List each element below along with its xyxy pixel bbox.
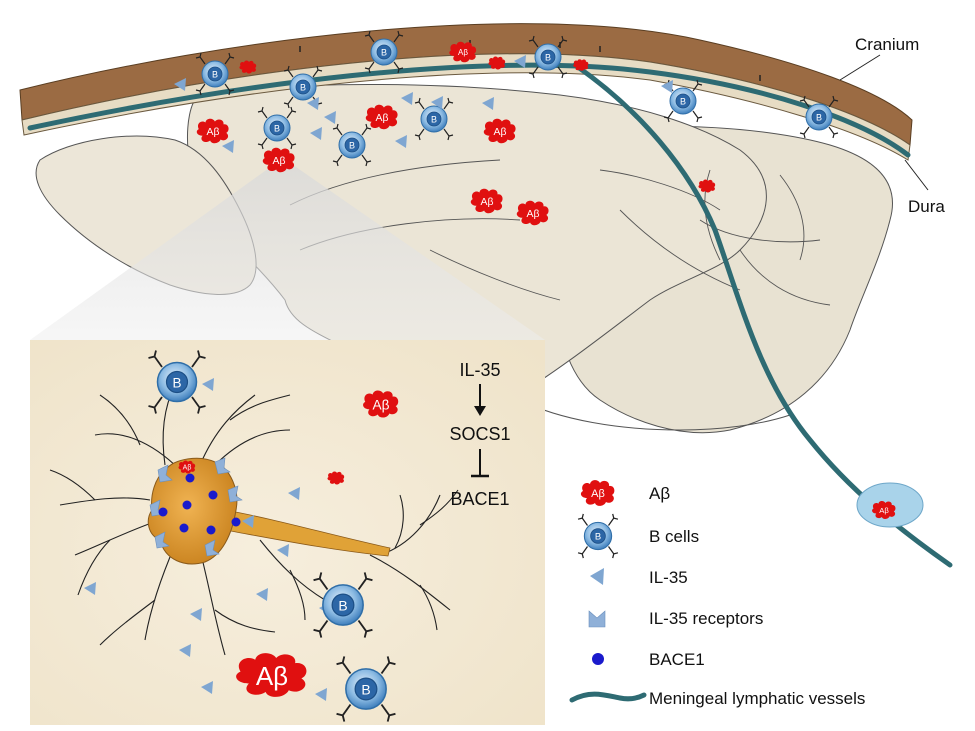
- cranium-label: Cranium: [855, 35, 919, 54]
- svg-text:Aβ: Aβ: [376, 113, 389, 124]
- legend-item-il35-receptors: IL-35 receptors: [588, 609, 763, 628]
- upper-elements: Aβ Aβ Aβ Aβ Aβ Aβ: [174, 30, 839, 226]
- dura-label: Dura: [908, 197, 945, 216]
- legend-label: BACE1: [649, 650, 705, 669]
- amyloid-plaque: Aβ: [262, 147, 295, 173]
- bace1-dot-icon: [592, 653, 604, 665]
- pathway-socs1: SOCS1: [449, 424, 510, 444]
- legend-label: Meningeal lymphatic vessels: [649, 689, 865, 708]
- pathway: IL-35 SOCS1 BACE1: [449, 360, 510, 509]
- amyloid-large-label: Aβ: [256, 661, 288, 691]
- amyloid-label: Aβ: [879, 506, 889, 515]
- legend-item-b-cells: B cells: [577, 513, 699, 559]
- amyloid-plaque: Aβ: [449, 41, 477, 63]
- b-cell-icon: [577, 513, 619, 559]
- svg-text:Aβ: Aβ: [207, 127, 220, 138]
- amyloid-plaque: Aβ: [483, 118, 516, 144]
- lymphatic-vessel-icon: [569, 691, 647, 703]
- neuron-dendrites: [49, 384, 459, 656]
- neuron-axon: [224, 509, 391, 557]
- legend-item-lymphatic: Meningeal lymphatic vessels: [569, 689, 865, 708]
- svg-text:Aβ: Aβ: [373, 397, 390, 412]
- lymph-node: Aβ: [856, 482, 924, 528]
- il35-receptor-icon: [588, 610, 606, 628]
- neuron: Aβ: [147, 457, 391, 565]
- dura-layer: [21, 53, 911, 161]
- il35-triangle-icon: [590, 568, 604, 585]
- svg-text:Aβ: Aβ: [591, 488, 605, 500]
- il35-receptors: [149, 457, 243, 557]
- legend-label: B cells: [649, 527, 699, 546]
- legend-item-bace1: BACE1: [592, 650, 705, 669]
- amyloid-plaque: Aβ: [363, 390, 399, 418]
- svg-text:Aβ: Aβ: [273, 156, 286, 167]
- svg-text:Aβ: Aβ: [183, 465, 192, 472]
- legend: Aβ Aβ B cells IL-35 IL-35 receptors BACE…: [569, 480, 865, 708]
- legend-item-amyloid: Aβ Aβ: [580, 480, 670, 506]
- pathway-bace1: BACE1: [450, 489, 509, 509]
- pathway-il35: IL-35: [459, 360, 500, 380]
- amyloid-plaque: Aβ: [178, 460, 196, 474]
- bace1-dots: [158, 473, 241, 535]
- legend-label: IL-35: [649, 568, 688, 587]
- legend-label: IL-35 receptors: [649, 609, 763, 628]
- amyloid-plaque: Aβ: [196, 118, 229, 144]
- amyloid-plaque-icon: Aβ: [580, 480, 615, 506]
- cranium-label-group: Cranium: [839, 35, 919, 81]
- svg-text:Aβ: Aβ: [458, 48, 468, 57]
- amyloid-plaque: Aβ: [516, 200, 549, 226]
- svg-text:Aβ: Aβ: [494, 127, 507, 138]
- amyloid-plaque: Aβ: [470, 188, 503, 214]
- zoom-cone: [30, 158, 545, 340]
- dura-label-group: Dura: [904, 159, 945, 216]
- amyloid-plaque: Aβ: [365, 104, 398, 130]
- svg-text:Aβ: Aβ: [481, 197, 494, 208]
- inset-panel: Aβ Aβ: [30, 340, 545, 725]
- legend-label: Aβ: [649, 484, 670, 503]
- legend-item-il35: IL-35: [590, 568, 688, 587]
- svg-text:Aβ: Aβ: [527, 209, 540, 220]
